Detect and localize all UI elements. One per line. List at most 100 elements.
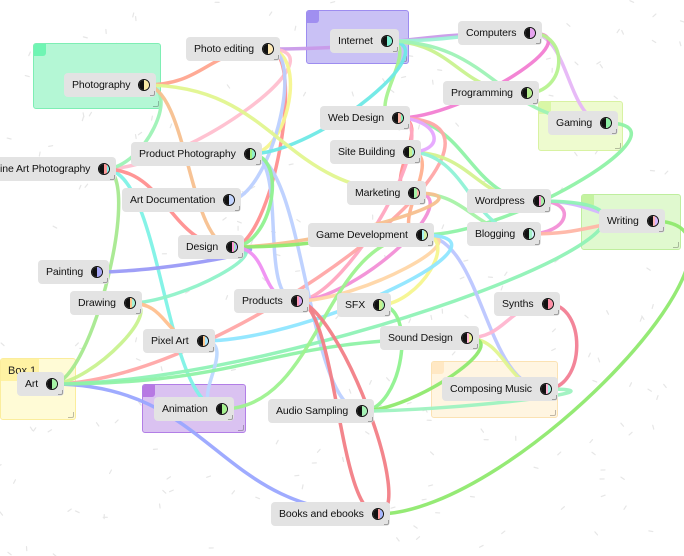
node-resize-handle[interactable] — [427, 241, 433, 246]
node-painting[interactable]: Painting — [38, 260, 110, 284]
edge-synths-to-composing-music[interactable] — [544, 302, 579, 391]
node-internet[interactable]: Internet — [330, 29, 399, 53]
group-drag-tab[interactable] — [34, 44, 46, 56]
half-circle-port-icon[interactable] — [524, 27, 537, 39]
node-resize-handle[interactable] — [544, 207, 550, 212]
node-programming[interactable]: Programming — [443, 81, 539, 105]
node-products[interactable]: Products — [234, 289, 309, 313]
half-circle-port-icon[interactable] — [226, 241, 239, 253]
half-circle-port-icon[interactable] — [196, 335, 209, 347]
half-circle-port-icon[interactable] — [523, 228, 536, 240]
node-resize-handle[interactable] — [420, 199, 426, 204]
node-resize-handle[interactable] — [302, 307, 308, 312]
node-drawing[interactable]: Drawing — [70, 291, 142, 315]
node-wordpress[interactable]: Wordpress — [467, 189, 551, 213]
node-fine-art-photography[interactable]: ine Art Photography — [0, 157, 117, 181]
node-resize-handle[interactable] — [536, 39, 542, 44]
group-resize-handle[interactable] — [68, 412, 74, 418]
node-sfx[interactable]: SFX — [337, 293, 392, 317]
node-site-building[interactable]: Site Building — [330, 140, 422, 164]
half-circle-port-icon[interactable] — [646, 215, 659, 227]
edge-photography-to-marketing[interactable] — [142, 83, 416, 195]
half-circle-port-icon[interactable] — [532, 195, 545, 207]
edge-marketing-to-design[interactable] — [230, 191, 441, 249]
edge-web-design-to-art[interactable] — [50, 116, 447, 386]
node-resize-handle[interactable] — [235, 206, 241, 211]
node-books-and-ebooks[interactable]: Books and ebooks — [271, 502, 390, 526]
half-circle-port-icon[interactable] — [408, 187, 421, 199]
half-circle-port-icon[interactable] — [520, 87, 533, 99]
edge-sound-design-to-audio-sampling[interactable] — [360, 336, 483, 413]
edge-game-development-to-pixel-art[interactable] — [200, 233, 454, 343]
half-circle-port-icon[interactable] — [600, 117, 613, 129]
edge-writing-to-books-and-ebooks[interactable] — [376, 219, 684, 516]
half-circle-port-icon[interactable] — [123, 297, 136, 309]
half-circle-port-icon[interactable] — [539, 383, 552, 395]
node-audio-sampling[interactable]: Audio Sampling — [268, 399, 375, 423]
half-circle-port-icon[interactable] — [373, 299, 386, 311]
node-art-documentation[interactable]: Art Documentation — [122, 188, 242, 212]
node-computers[interactable]: Computers — [458, 21, 543, 45]
node-resize-handle[interactable] — [58, 390, 64, 395]
node-synths[interactable]: Synths — [494, 292, 560, 316]
group-resize-handle[interactable] — [153, 101, 159, 107]
group-drag-tab[interactable] — [143, 385, 155, 397]
group-resize-handle[interactable] — [238, 425, 244, 431]
half-circle-port-icon[interactable] — [215, 403, 228, 415]
node-resize-handle[interactable] — [227, 415, 233, 420]
node-resize-handle[interactable] — [404, 124, 410, 129]
half-circle-port-icon[interactable] — [371, 508, 384, 520]
half-circle-port-icon[interactable] — [46, 378, 59, 390]
half-circle-port-icon[interactable] — [392, 112, 405, 124]
node-marketing[interactable]: Marketing — [347, 181, 427, 205]
node-sound-design[interactable]: Sound Design — [380, 326, 479, 350]
half-circle-port-icon[interactable] — [290, 295, 303, 307]
node-composing-music[interactable]: Composing Music — [442, 377, 558, 401]
node-resize-handle[interactable] — [535, 240, 541, 245]
node-resize-handle[interactable] — [532, 99, 538, 104]
group-resize-handle[interactable] — [550, 410, 556, 416]
half-circle-port-icon[interactable] — [415, 229, 428, 241]
node-art[interactable]: Art — [17, 372, 65, 396]
half-circle-port-icon[interactable] — [243, 148, 256, 160]
group-drag-tab[interactable] — [307, 11, 319, 23]
half-circle-port-icon[interactable] — [262, 43, 274, 55]
group-resize-handle[interactable] — [673, 242, 679, 248]
half-circle-port-icon[interactable] — [138, 79, 151, 91]
node-resize-handle[interactable] — [150, 91, 156, 96]
node-resize-handle[interactable] — [110, 175, 116, 180]
half-circle-port-icon[interactable] — [91, 266, 104, 278]
node-product-photography[interactable]: Product Photography — [131, 142, 262, 166]
node-resize-handle[interactable] — [553, 310, 559, 315]
node-resize-handle[interactable] — [415, 158, 421, 163]
node-resize-handle[interactable] — [472, 344, 478, 349]
half-circle-port-icon[interactable] — [380, 35, 393, 47]
node-resize-handle[interactable] — [383, 520, 389, 525]
node-resize-handle[interactable] — [274, 55, 279, 60]
node-resize-handle[interactable] — [255, 160, 261, 165]
edge-marketing-to-products[interactable] — [294, 191, 432, 303]
edge-internet-to-product-photography[interactable] — [248, 39, 407, 156]
node-resize-handle[interactable] — [658, 227, 664, 232]
node-writing[interactable]: Writing — [599, 209, 665, 233]
node-resize-handle[interactable] — [385, 311, 391, 316]
node-resize-handle[interactable] — [551, 395, 557, 400]
half-circle-port-icon[interactable] — [98, 163, 111, 175]
node-pixel-art[interactable]: Pixel Art — [143, 329, 215, 353]
node-resize-handle[interactable] — [135, 309, 141, 314]
node-resize-handle[interactable] — [392, 47, 398, 52]
node-photo-editing[interactable]: Photo editing — [186, 37, 280, 61]
edge-game-development-to-products[interactable] — [294, 233, 441, 303]
edge-photography-to-design[interactable] — [142, 83, 234, 249]
node-gaming[interactable]: Gaming — [548, 111, 619, 135]
group-resize-handle[interactable] — [615, 143, 621, 149]
node-animation[interactable]: Animation — [154, 397, 234, 421]
half-circle-port-icon[interactable] — [356, 405, 369, 417]
half-circle-port-icon[interactable] — [223, 194, 236, 206]
half-circle-port-icon[interactable] — [541, 298, 554, 310]
node-resize-handle[interactable] — [208, 347, 214, 352]
edge-gaming-to-game-development[interactable] — [420, 121, 633, 237]
node-resize-handle[interactable] — [238, 253, 244, 258]
node-blogging[interactable]: Blogging — [467, 222, 542, 246]
